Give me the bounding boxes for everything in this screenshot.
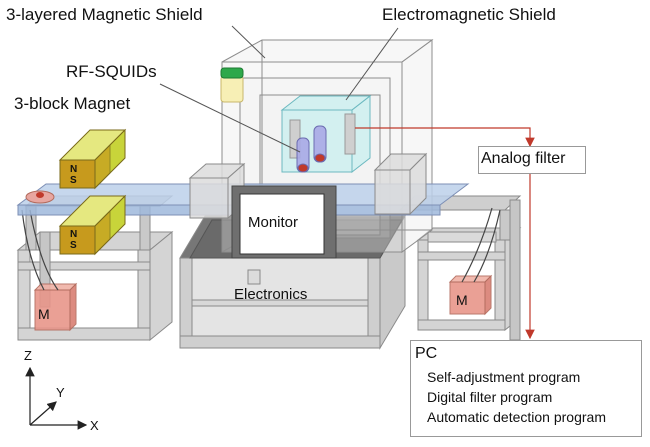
- lower-magnet-pole-s: S: [70, 240, 77, 251]
- lower-magnet-pole-n: N: [70, 229, 78, 240]
- right-frame: [398, 195, 522, 341]
- upper-magnet-pole-n: N: [70, 164, 78, 175]
- sample-dish: [25, 190, 55, 204]
- monitor-label: Monitor: [248, 214, 299, 231]
- right-motor-label: M: [456, 292, 468, 308]
- pc-box: PC Self-adjustment program Digital filte…: [410, 340, 642, 437]
- axis-z-label: Z: [24, 348, 32, 363]
- monitor-body: [231, 185, 337, 259]
- axis-y-label: Y: [56, 385, 65, 400]
- axis-indicator: [25, 366, 88, 430]
- left-belt-line: [21, 209, 45, 291]
- leader-lines: [159, 25, 399, 153]
- upper-magnet-pole-s: S: [70, 175, 77, 186]
- pc-item-self-adjustment: Self-adjustment program: [427, 369, 581, 385]
- electromagnetic-shield-label: Electromagnetic Shield: [382, 5, 556, 24]
- lower-magnet: [58, 194, 127, 256]
- squid-mount-right: [344, 113, 356, 155]
- rf-squids-label: RF-SQUIDs: [66, 62, 157, 81]
- signal-arrows: [355, 127, 535, 340]
- pc-title: PC: [415, 345, 438, 362]
- analog-filter-label: Analog filter: [481, 150, 566, 167]
- pc-item-automatic-detection: Automatic detection program: [427, 409, 606, 425]
- pc-item-digital-filter: Digital filter program: [427, 389, 553, 405]
- sample-jar: [220, 67, 244, 103]
- axis-x-label: X: [90, 418, 99, 433]
- magnet-label: 3-block Magnet: [14, 94, 131, 113]
- electronics-label: Electronics: [234, 286, 308, 303]
- analog-filter-box: Analog filter: [478, 146, 586, 174]
- magnetic-shield-label: 3-layered Magnetic Shield: [6, 5, 203, 24]
- right-motor: [448, 274, 493, 316]
- upper-magnet: [58, 128, 127, 190]
- left-motor-label: M: [38, 306, 50, 322]
- rf-squid-tubes: [296, 125, 327, 173]
- left-motor: [33, 282, 78, 332]
